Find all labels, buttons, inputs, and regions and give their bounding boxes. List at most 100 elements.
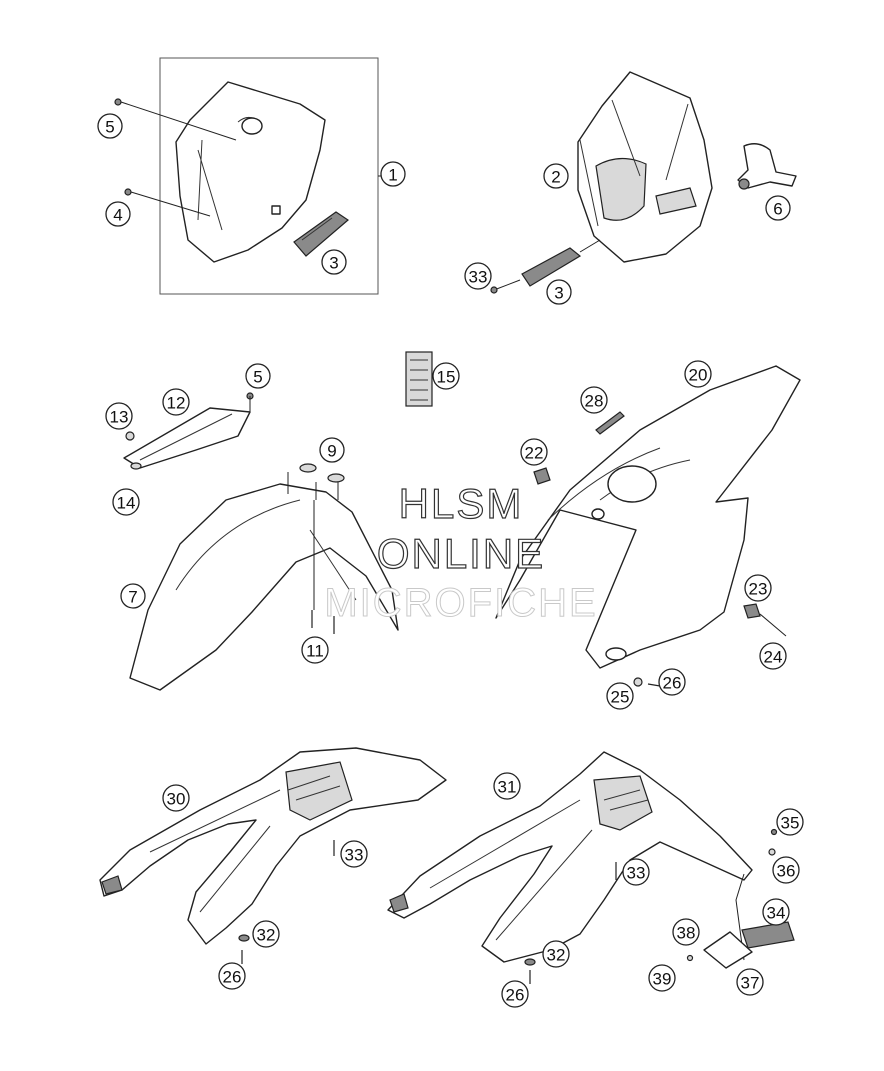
callout-number: 38 bbox=[677, 924, 696, 943]
callout-c7: 7 bbox=[120, 583, 146, 609]
callout-number: 2 bbox=[551, 168, 560, 187]
rear-fender-group bbox=[495, 365, 801, 687]
callout-number: 35 bbox=[781, 814, 800, 833]
callout-number: 36 bbox=[777, 862, 796, 881]
callout-c37: 37 bbox=[736, 968, 764, 996]
callout-c34: 34 bbox=[762, 898, 790, 926]
callout-circle bbox=[245, 363, 271, 389]
callout-number: 15 bbox=[437, 368, 456, 387]
callout-c32b: 32 bbox=[542, 940, 570, 968]
front-fender-group bbox=[123, 392, 399, 691]
callout-number: 34 bbox=[767, 904, 786, 923]
front-fender-7 bbox=[129, 483, 399, 691]
callout-number: 33 bbox=[627, 864, 646, 883]
side-panel-30-group bbox=[99, 747, 447, 964]
callout-number: 22 bbox=[525, 444, 544, 463]
callout-circle bbox=[301, 636, 329, 664]
callout-circle bbox=[765, 195, 791, 221]
decal-15-group bbox=[405, 351, 433, 407]
side-panel-30 bbox=[99, 747, 447, 945]
callout-circle bbox=[736, 968, 764, 996]
callout-circle bbox=[744, 574, 772, 602]
callout-c31: 31 bbox=[493, 772, 521, 800]
callout-number: 7 bbox=[128, 588, 137, 607]
callout-c24: 24 bbox=[759, 642, 787, 670]
callout-c26b: 26 bbox=[218, 962, 246, 990]
bracket-6 bbox=[737, 143, 797, 189]
callout-circle bbox=[105, 201, 131, 227]
callout-number: 1 bbox=[388, 166, 397, 185]
callout-c25: 25 bbox=[606, 682, 634, 710]
callout-circle bbox=[252, 920, 280, 948]
callout-number: 33 bbox=[345, 846, 364, 865]
callout-circle bbox=[120, 583, 146, 609]
callout-number: 5 bbox=[105, 118, 114, 137]
callout-number: 3 bbox=[329, 254, 338, 273]
callout-circle bbox=[580, 386, 608, 414]
callout-number: 33 bbox=[469, 268, 488, 287]
side-panel-31-group bbox=[387, 751, 795, 984]
callout-circle bbox=[218, 962, 246, 990]
callout-number: 26 bbox=[506, 986, 525, 1005]
callout-c33a: 33 bbox=[464, 262, 492, 290]
callout-circle bbox=[658, 668, 686, 696]
callout-circle bbox=[162, 388, 190, 416]
callout-number: 5 bbox=[253, 368, 262, 387]
callout-number: 4 bbox=[113, 206, 122, 225]
callout-c33c: 33 bbox=[622, 858, 650, 886]
callout-circle bbox=[772, 856, 800, 884]
callout-circle bbox=[501, 980, 529, 1008]
callout-c23: 23 bbox=[744, 574, 772, 602]
decal-15 bbox=[405, 351, 433, 407]
callout-number: 14 bbox=[117, 494, 136, 513]
callout-c4: 4 bbox=[105, 201, 131, 227]
callout-c9: 9 bbox=[319, 437, 345, 463]
callout-c36: 36 bbox=[772, 856, 800, 884]
callout-c12: 12 bbox=[162, 388, 190, 416]
nut-22 bbox=[533, 467, 551, 485]
rear-fender-20 bbox=[495, 365, 801, 669]
callout-circle bbox=[684, 360, 712, 388]
callout-circle bbox=[648, 964, 676, 992]
callout-circle bbox=[162, 784, 190, 812]
callout-number: 26 bbox=[223, 968, 242, 987]
callout-circle bbox=[380, 161, 406, 187]
callout-number: 24 bbox=[764, 648, 783, 667]
strip-28 bbox=[595, 411, 625, 435]
callout-number: 6 bbox=[773, 200, 782, 219]
callout-number: 31 bbox=[498, 778, 517, 797]
callout-number: 13 bbox=[110, 408, 129, 427]
callout-circle bbox=[520, 438, 548, 466]
callout-c3a: 3 bbox=[321, 249, 347, 275]
callout-circle bbox=[319, 437, 345, 463]
callout-c3b: 3 bbox=[546, 279, 572, 305]
callout-number: 3 bbox=[554, 284, 563, 303]
callout-number: 25 bbox=[611, 688, 630, 707]
callout-c6: 6 bbox=[765, 195, 791, 221]
watermark-line-1: HLSM bbox=[399, 480, 524, 527]
callout-number: 26 bbox=[663, 674, 682, 693]
callout-number: 9 bbox=[327, 442, 336, 461]
watermark: HLSM ONLINE MICROFICHE bbox=[324, 479, 596, 625]
callout-c20: 20 bbox=[684, 360, 712, 388]
callout-c33b: 33 bbox=[340, 840, 368, 868]
callout-circle bbox=[97, 113, 123, 139]
callout-circle bbox=[622, 858, 650, 886]
callout-c5b: 5 bbox=[245, 363, 271, 389]
callout-c38: 38 bbox=[672, 918, 700, 946]
callout-circle bbox=[340, 840, 368, 868]
callout-circle bbox=[464, 262, 492, 290]
callout-number: 32 bbox=[547, 946, 566, 965]
headlight-mask-group bbox=[490, 71, 797, 294]
callout-c28: 28 bbox=[580, 386, 608, 414]
callout-circle bbox=[321, 249, 347, 275]
windscreen-kit-group bbox=[114, 57, 388, 295]
callout-circle bbox=[672, 918, 700, 946]
callout-circle bbox=[542, 940, 570, 968]
callout-circle bbox=[105, 402, 133, 430]
callout-c2: 2 bbox=[543, 163, 569, 189]
callout-c32a: 32 bbox=[252, 920, 280, 948]
callout-circle bbox=[546, 279, 572, 305]
